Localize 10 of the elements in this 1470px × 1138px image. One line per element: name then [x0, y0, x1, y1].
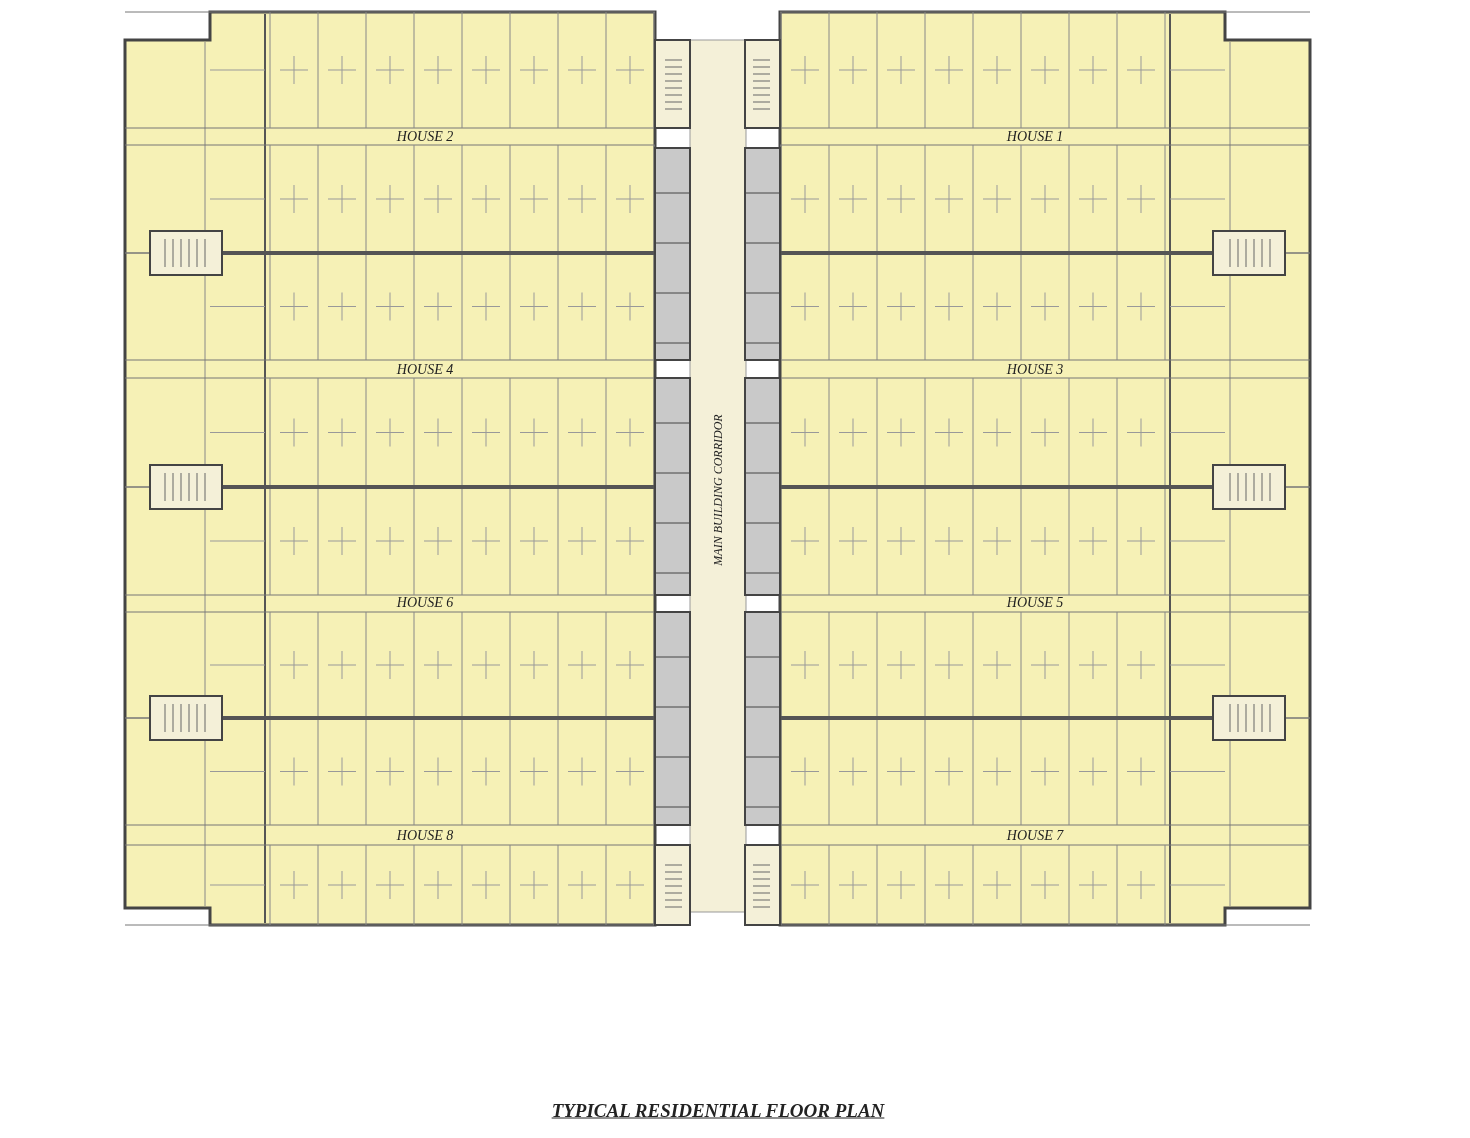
house-label: HOUSE 8 [396, 829, 454, 843]
house-label: HOUSE 5 [1006, 596, 1064, 610]
house-label: HOUSE 2 [396, 130, 454, 144]
house-label: HOUSE 3 [1006, 363, 1064, 377]
house-label: HOUSE 4 [396, 363, 454, 377]
corridor-label: MAIN BUILDING CORRIDOR [712, 414, 724, 566]
house-label: HOUSE 7 [1006, 829, 1064, 843]
house-label: HOUSE 6 [396, 596, 454, 610]
plan-title: TYPICAL RESIDENTIAL FLOOR PLAN [551, 1100, 885, 1120]
house-label: HOUSE 1 [1006, 130, 1064, 144]
